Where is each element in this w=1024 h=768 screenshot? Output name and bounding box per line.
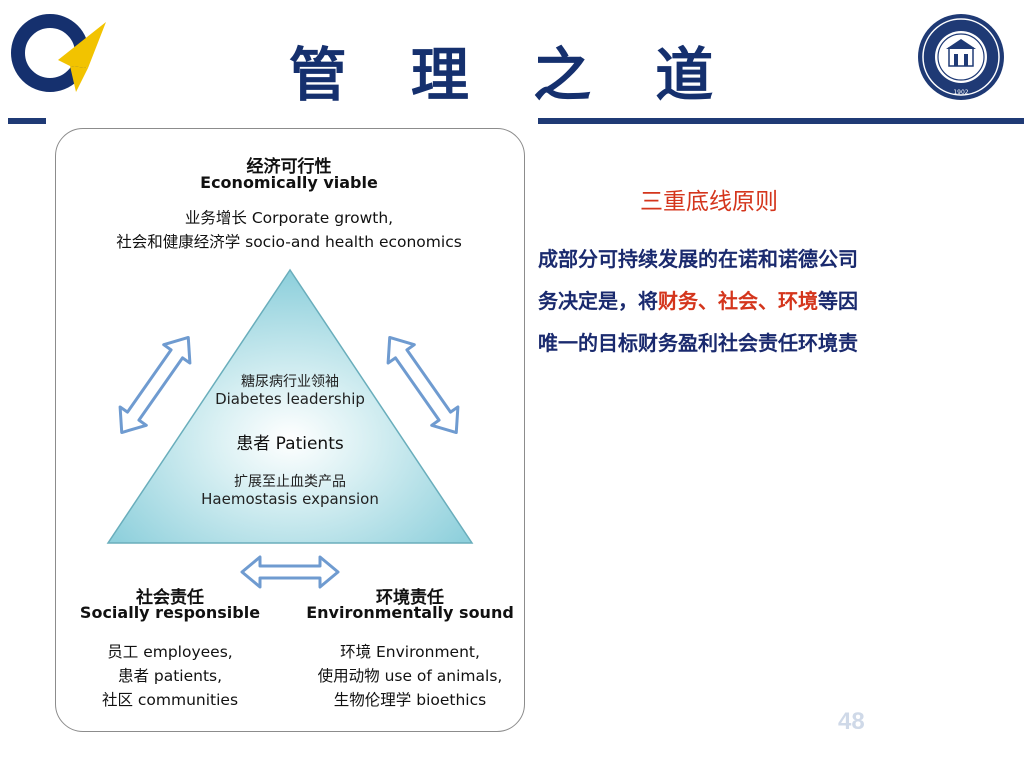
principle-title: 三重底线原则 <box>640 189 778 215</box>
page-number: 48 <box>838 708 865 735</box>
principle-line-1: 成部分可持续发展的在诺和诺德公司 <box>538 247 858 271</box>
principle-line-2-pre: 务决定是，将 <box>538 289 658 313</box>
social-item-1: 员工 employees, <box>107 643 233 661</box>
header-rule-right <box>538 118 1024 124</box>
diabetes-leadership-en: Diabetes leadership <box>215 390 365 408</box>
economic-title-cn: 经济可行性 <box>246 157 332 177</box>
university-seal: 1902 <box>916 12 1006 102</box>
haemostasis-en: Haemostasis expansion <box>201 490 379 508</box>
arrow-right-icon <box>386 335 460 435</box>
page-title: 管 理 之 道 <box>288 41 736 109</box>
patients-label: 患者 Patients <box>236 434 344 454</box>
arrow-left-icon <box>118 335 192 435</box>
environment-item-2: 使用动物 use of animals, <box>317 667 503 685</box>
environment-title-cn: 环境责任 <box>376 588 444 608</box>
haemostasis-cn: 扩展至止血类产品 <box>234 474 346 490</box>
social-title-cn: 社会责任 <box>136 588 204 608</box>
header-rule-left <box>8 118 46 124</box>
company-logo <box>10 8 110 98</box>
principle-line-3: 唯一的目标财务盈利社会责任环境责 <box>538 331 858 355</box>
environment-item-3: 生物伦理学 bioethics <box>333 691 487 709</box>
economic-line-1: 业务增长 Corporate growth, <box>184 209 394 227</box>
principle-line-2: 务决定是，将财务、社会、环境等因 <box>538 285 948 314</box>
social-item-3: 社区 communities <box>101 691 239 709</box>
principle-line-2-post: 等因 <box>818 289 858 313</box>
environment-item-1: 环境 Environment, <box>340 643 480 661</box>
social-title-en: Socially responsible <box>79 603 261 622</box>
environment-title-en: Environmentally sound <box>306 603 514 622</box>
economic-title-en: Economically viable <box>200 173 378 192</box>
principle-line-2-highlight: 财务、社会、环境 <box>658 289 818 313</box>
patients-triangle <box>106 268 474 544</box>
social-item-2: 患者 patients, <box>117 667 223 685</box>
economic-line-2: 社会和健康经济学 socio-and health economics <box>116 233 462 251</box>
diabetes-leadership-cn: 糖尿病行业领袖 <box>241 374 339 390</box>
arrow-bottom-icon <box>240 555 340 589</box>
svg-text:1902: 1902 <box>953 89 968 96</box>
